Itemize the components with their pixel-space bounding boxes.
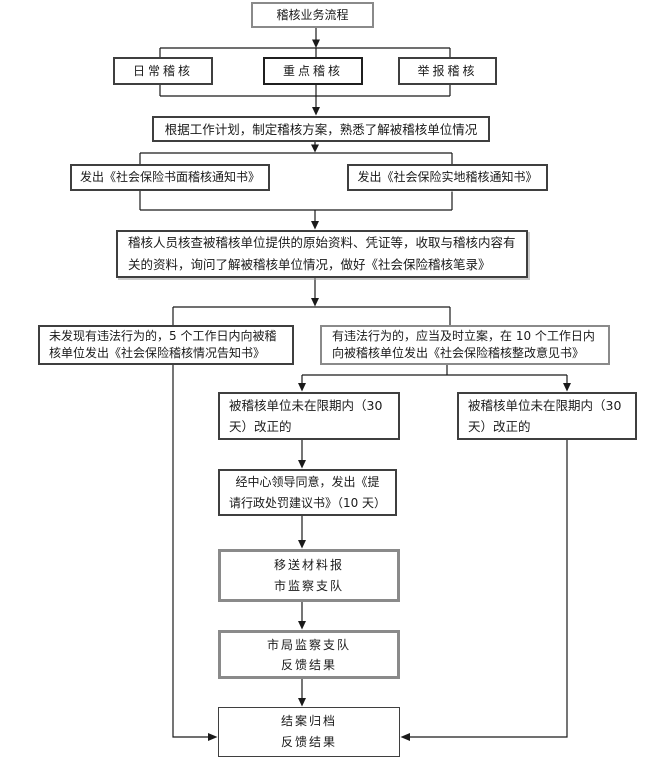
flow-node-make-plan: 根据工作计划，制定稽核方案，熟悉了解被稽核单位情况: [152, 116, 490, 142]
arrowhead-down-icon: [298, 460, 306, 469]
arrowhead-down-icon: [563, 383, 571, 392]
flow-node-notice-onsite-label: 发出《社会保险实地稽核通知书》: [357, 170, 538, 184]
arrowhead-left-icon: [400, 733, 410, 741]
connector-right-drain: [410, 440, 568, 738]
flow-node-punishment-proposal: 经中心领导同意，发出《提 请行政处罚建议书》（10 天）: [218, 469, 397, 516]
arrowhead-down-icon: [298, 621, 306, 630]
flow-node-transfer-materials-label: 移送材料报 市监察支队: [273, 557, 344, 593]
flow-node-detachment-feedback-label: 市局监察支队 反馈结果: [266, 637, 351, 672]
flow-node-punishment-proposal-label: 经中心领导同意，发出《提 请行政处罚建议书》（10 天）: [228, 474, 387, 510]
flow-node-no-violation: 未发现有违法行为的，5 个工作日内向被稽 核单位发出《社会保险稽核情况告知书》: [38, 325, 294, 365]
connector-violation-split: [301, 365, 568, 383]
connector-left-drain: [172, 365, 208, 738]
flow-node-report-audit: 举报稽核: [398, 57, 497, 85]
flow-node-make-plan-label: 根据工作计划，制定稽核方案，熟悉了解被稽核单位情况: [164, 121, 478, 137]
arrowhead-down-icon: [311, 144, 319, 153]
flow-node-notice-written: 发出《社会保险书面稽核通知书》: [70, 164, 270, 191]
flow-node-not-corrected-right-label: 被稽核单位未在限期内（30 天）改正的: [468, 398, 622, 434]
flow-node-violation: 有违法行为的，应当及时立案，在 10 个工作日内 向被稽核单位发出《社会保险稽核…: [320, 325, 610, 365]
flow-node-key-audit-label: 重点稽核: [282, 63, 343, 78]
flow-node-daily-audit-label: 日常稽核: [132, 63, 193, 78]
flow-node-close-case: 结案归档 反馈结果: [218, 707, 400, 757]
flow-node-title: 稽核业务流程: [251, 2, 374, 28]
arrowhead-down-icon: [298, 383, 306, 392]
connector-notices-merge: [139, 191, 453, 221]
flow-node-transfer-materials: 移送材料报 市监察支队: [218, 549, 400, 602]
flow-node-not-corrected-right: 被稽核单位未在限期内（30 天）改正的: [457, 392, 637, 440]
connector-verify-split: [172, 278, 451, 325]
connector-plan-split: [139, 142, 453, 164]
arrowheads: [208, 39, 571, 741]
flow-node-notice-onsite: 发出《社会保险实地稽核通知书》: [347, 164, 548, 191]
connector-branch-bracket: [159, 47, 451, 97]
arrowhead-right-icon: [208, 733, 218, 741]
flow-node-report-audit-label: 举报稽核: [417, 63, 478, 78]
flow-node-no-violation-label: 未发现有违法行为的，5 个工作日内向被稽 核单位发出《社会保险稽核情况告知书》: [49, 328, 277, 361]
flow-node-verify-materials-label: 稽核人员核查被稽核单位提供的原始资料、凭证等，收取与稽核内容有 关的资料，询问了…: [128, 235, 516, 272]
arrowhead-down-icon: [311, 221, 319, 230]
flow-node-not-corrected-center: 被稽核单位未在限期内（30 天）改正的: [218, 392, 400, 440]
flow-node-notice-written-label: 发出《社会保险书面稽核通知书》: [79, 170, 260, 184]
arrowhead-down-icon: [298, 540, 306, 549]
flow-node-close-case-label: 结案归档 反馈结果: [280, 714, 337, 749]
flow-node-violation-label: 有违法行为的，应当及时立案，在 10 个工作日内 向被稽核单位发出《社会保险稽核…: [332, 328, 595, 361]
arrowhead-down-icon: [311, 298, 319, 307]
arrowhead-down-icon: [312, 39, 320, 48]
flow-node-daily-audit: 日常稽核: [113, 57, 213, 85]
flow-node-verify-materials: 稽核人员核查被稽核单位提供的原始资料、凭证等，收取与稽核内容有 关的资料，询问了…: [116, 230, 528, 278]
arrowhead-down-icon: [312, 107, 320, 116]
flow-node-key-audit: 重点稽核: [263, 57, 363, 85]
flow-node-not-corrected-center-label: 被稽核单位未在限期内（30 天）改正的: [229, 398, 383, 434]
flow-node-detachment-feedback: 市局监察支队 反馈结果: [218, 630, 400, 679]
arrowhead-down-icon: [298, 698, 306, 707]
flow-node-title-label: 稽核业务流程: [276, 7, 349, 22]
